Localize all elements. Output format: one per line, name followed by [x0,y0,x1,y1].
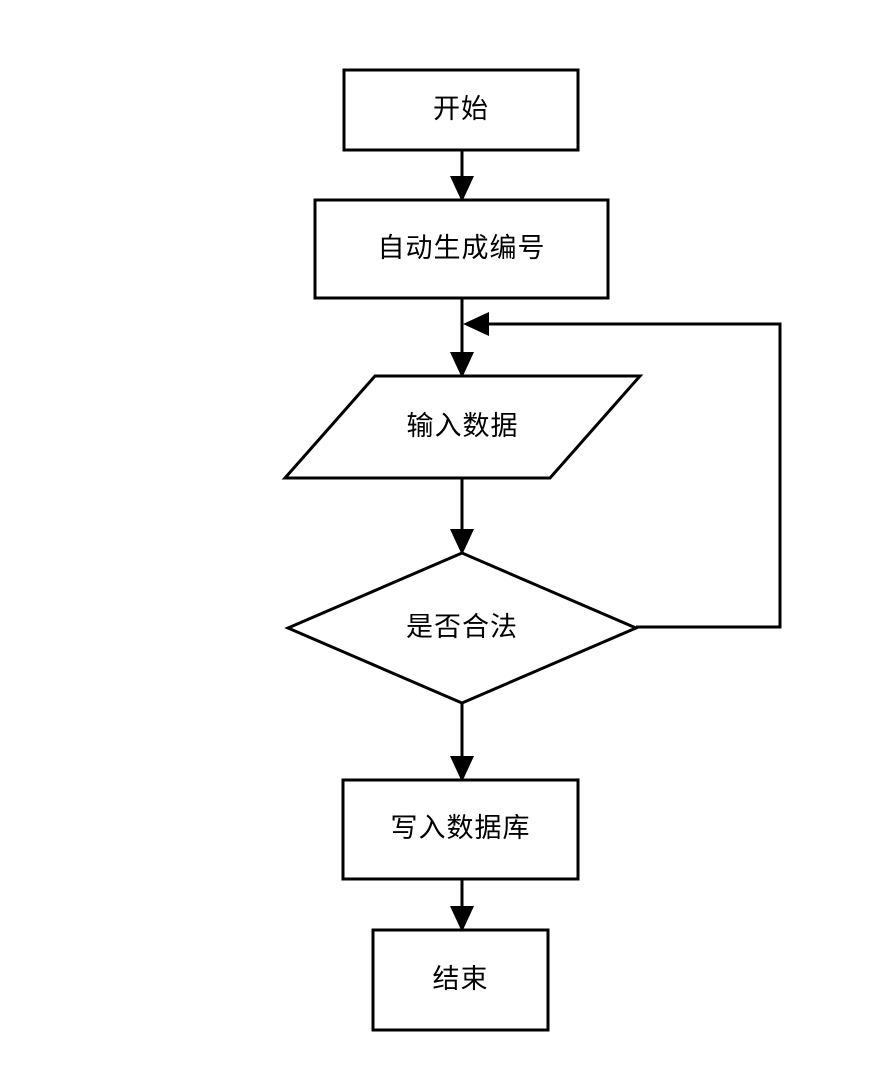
arrowhead-down-icon [450,352,474,378]
arrowhead-down-icon [450,756,474,782]
node-is-valid-shape[interactable] [284,551,640,705]
node-input-data-shape[interactable] [281,374,644,480]
edge-is-valid-to-write-database [450,703,474,782]
arrowhead-left-icon [463,312,489,336]
node-end-shape[interactable] [371,928,550,1032]
edge-is-valid-loop-back-to-input-data [463,312,782,629]
node-write-database-shape[interactable] [341,778,580,881]
node-auto-generate-id-shape[interactable] [313,198,610,300]
arrowhead-down-icon [450,906,474,932]
edge-input-data-to-is-valid [450,478,474,555]
shape-layer [281,68,644,1032]
edge-write-database-to-end [450,879,474,932]
arrowhead-down-icon [450,529,474,555]
edge-auto-generate-id-to-input-data [450,298,474,378]
connector-layer [450,150,782,932]
arrowhead-down-icon [450,176,474,202]
edge-start-to-auto-generate-id [450,150,474,202]
node-start-shape[interactable] [342,68,580,152]
